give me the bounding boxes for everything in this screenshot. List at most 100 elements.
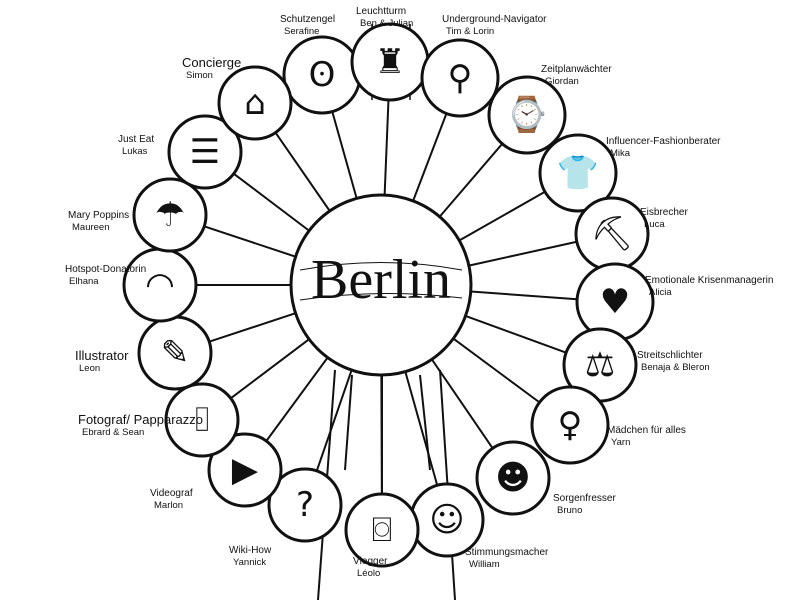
pencil-icon: ✎ [160,333,190,373]
node-circle[interactable] [207,432,283,508]
node-role: Wiki-How [229,545,272,556]
hub-sketch-lines [299,262,463,301]
node-person: Leon [79,363,101,374]
node-person: Bruno [557,505,583,516]
gavel-icon: ⚖ [584,345,616,385]
ice-pick-icon: ⛏ [590,214,634,254]
node-person: Yannick [233,557,267,568]
spoke-line [430,358,494,449]
node-person: Yarn [611,437,631,448]
selfie-stick-camera-icon: ⌼ [371,510,393,550]
node-role: Emotionale Krisenmanagerin [645,275,774,286]
node-circle[interactable] [530,385,610,465]
node-circle[interactable] [132,177,208,253]
node-person: Elhana [69,276,99,287]
dress-icon: ♀ [557,405,583,445]
spoke-line [265,356,329,442]
angel-wings-icon: ʘ [308,55,336,95]
node-person: Giordan [545,76,579,87]
node-person: Lukas [122,146,148,157]
node-person: William [469,559,500,570]
spoke-line [465,314,567,354]
spoke-line [233,172,310,232]
node-person: Simon [186,70,213,81]
broken-heart-icon: ♥ [599,282,631,322]
node-role: Vlogger [353,556,388,567]
node-person: Ben & Julian [360,18,414,29]
node-circle[interactable] [420,38,500,118]
video-camera-icon: ▶ [231,450,259,490]
node-role: Videograf [150,488,193,499]
node-circle[interactable] [475,440,551,516]
photo-camera-icon: ⌷ [191,400,213,440]
spoke-line [274,132,331,212]
spoke-line [404,371,439,486]
node-role: Schutzengel [280,14,336,25]
lighthouse-icon: ♜ [374,42,406,82]
spoke-line [438,143,504,218]
spoke-line [470,290,578,301]
spoke-line [458,190,546,242]
node-role: Influencer-Fashionberater [606,136,721,147]
wifi-icon: ◠ [145,265,175,305]
node-person: Maureen [72,222,110,233]
node-role: Eisbrecher [640,207,688,218]
watch-icon: ⌚ [505,95,549,135]
node-role: Concierge [182,55,242,70]
node-circle[interactable] [167,114,243,190]
node-role: Fotograf/ Papparazzo [78,412,204,427]
node-person: Léolo [357,568,381,579]
bellhop-hat-icon: ⌂ [244,83,266,123]
node-person: Ebrard & Sean [82,427,145,438]
spoke-line [412,113,448,202]
node-circle[interactable] [267,467,343,543]
node-role: Illustrator [75,348,129,363]
spoke-line [331,111,358,199]
node-person: Luca [644,219,665,230]
node-circle[interactable] [217,65,293,141]
node-role: Mary Poppins [68,210,130,221]
node-circle[interactable] [538,133,618,213]
node-role: Just Eat [118,134,155,145]
node-person: Alicia [649,287,672,298]
node-role: Underground-Navigator [442,14,547,25]
spoke-line [315,369,353,472]
node-role: Hotspot-Donatorin [65,264,147,275]
map-pin-icon: ⚲ [447,58,473,98]
stand-leg [419,374,431,471]
spoke-line [208,312,296,343]
node-circle[interactable] [344,492,420,568]
stand-leg [344,374,353,471]
node-circle[interactable] [164,382,240,458]
node-role: Streitschlichter [637,350,703,361]
node-role: Sorgenfresser [553,493,616,504]
node-person: Serafine [284,26,320,37]
burger-icon: ☰ [189,132,221,172]
node-role: Stimmungsmacher [465,547,549,558]
question-mark-icon: ? [295,485,315,525]
node-person: Benaja & Bleron [641,362,710,373]
node-role: Mädchen für alles [607,425,686,436]
node-circle[interactable] [487,75,567,155]
laughing-face-icon: ☺ [429,500,465,540]
node-person: Marlon [154,500,184,511]
tshirt-icon: 👕 [556,153,600,193]
node-role: Zeitplanwächter [541,64,612,75]
smiley-monster-icon: ☻ [495,458,531,498]
center-title: Berlin [311,249,451,311]
